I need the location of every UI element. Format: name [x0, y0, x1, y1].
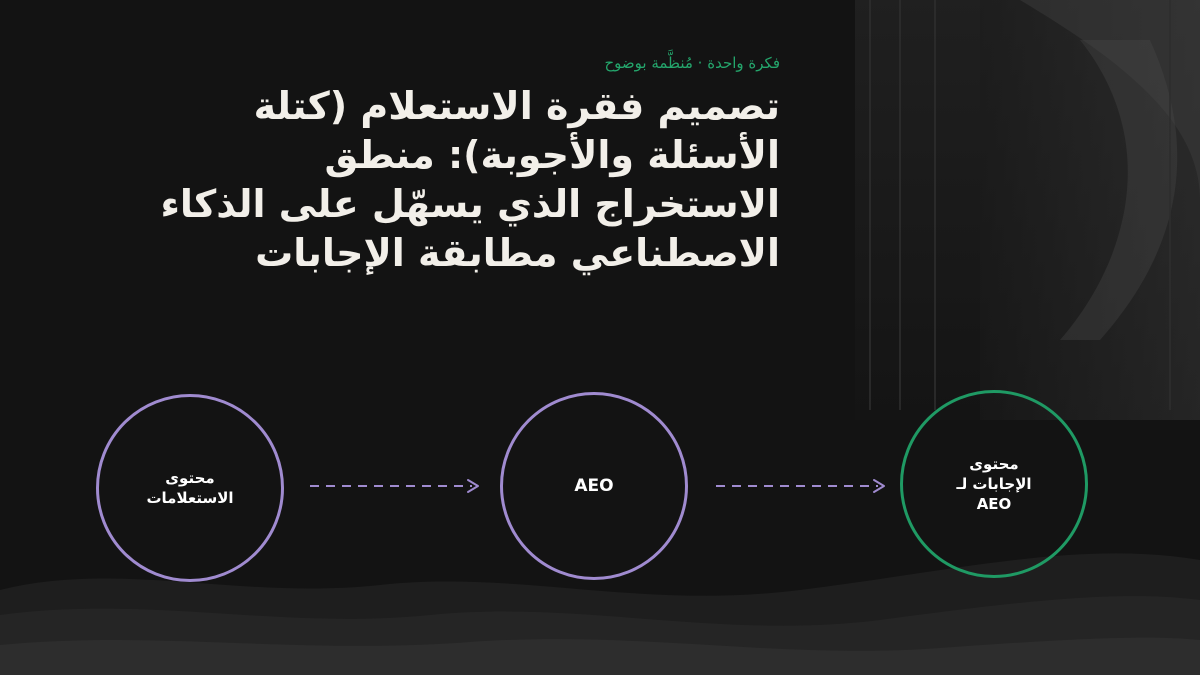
node-label-line: AEO — [574, 476, 614, 496]
node-aeo-answer-content: محتوى الإجابات لـ AEO — [900, 390, 1088, 578]
node-label-line: الإجابات لـ — [956, 475, 1032, 493]
kicker-label: فكرة واحدة · مُنظَّمة بوضوح — [604, 54, 780, 72]
node-label-line: الاستعلامات — [146, 489, 234, 507]
node-label: AEO — [574, 476, 613, 496]
title-line: الاستخراج الذي يسهّل على الذكاء — [160, 182, 780, 226]
node-label-line: AEO — [976, 495, 1012, 513]
title-line: الأسئلة والأجوبة): منطق — [324, 133, 780, 177]
page-title: تصميم فقرة الاستعلام (كتلة الأسئلة والأج… — [160, 82, 780, 278]
node-label: محتوى الإجابات لـ AEO — [956, 454, 1031, 514]
node-query-content: محتوى الاستعلامات — [96, 394, 284, 582]
node-label-line: محتوى — [165, 469, 215, 487]
flow-arrow-1 — [310, 479, 479, 493]
node-aeo: AEO — [500, 392, 688, 580]
title-line: الاصطناعي مطابقة الإجابات — [255, 231, 780, 275]
node-label-line: محتوى — [969, 455, 1019, 473]
flow-arrow-2 — [716, 479, 885, 493]
node-label: محتوى الاستعلامات — [146, 468, 233, 508]
title-line: تصميم فقرة الاستعلام (كتلة — [253, 84, 780, 128]
